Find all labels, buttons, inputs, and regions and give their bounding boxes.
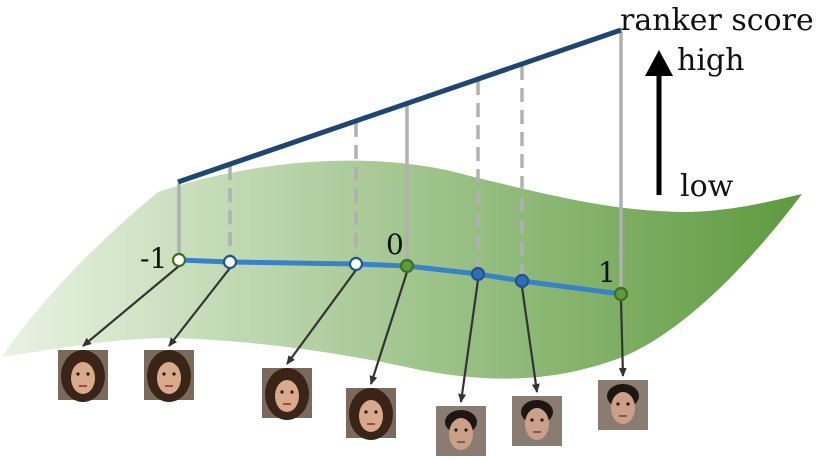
sample-point [613, 286, 629, 302]
sample-point [222, 254, 238, 270]
face-arrow [286, 269, 357, 365]
sample-points [171, 252, 629, 302]
axis-title: ranker score [620, 3, 814, 38]
axis-low-label: low [680, 169, 734, 204]
face-thumbnail [58, 350, 108, 402]
face-thumbnail [598, 380, 648, 430]
face-arrow [168, 267, 231, 347]
score-connectors [177, 32, 623, 288]
sample-point [470, 266, 486, 282]
axis-high-label: high [677, 43, 744, 78]
face-arrow [369, 271, 409, 385]
face-thumbnail [262, 368, 312, 420]
face-thumbnail [346, 388, 396, 440]
sample-point [399, 258, 415, 274]
sample-point [514, 273, 530, 289]
face-thumbnail [144, 350, 194, 402]
tick-label-neg1: -1 [140, 242, 167, 275]
face-thumbnail [436, 406, 486, 456]
face-arrow [618, 299, 627, 377]
face-arrow [520, 286, 540, 393]
face-thumbnail [512, 396, 562, 446]
tick-label-0: 0 [386, 228, 404, 261]
tick-label-1: 1 [598, 256, 616, 289]
sample-point [171, 252, 187, 268]
face-arrows [82, 265, 627, 403]
face-thumbnails [58, 350, 648, 456]
score-line [177, 27, 622, 185]
face-arrow [458, 279, 480, 403]
axis-arrow-head [645, 50, 673, 76]
sample-point [348, 256, 364, 272]
face-arrow [82, 265, 180, 347]
